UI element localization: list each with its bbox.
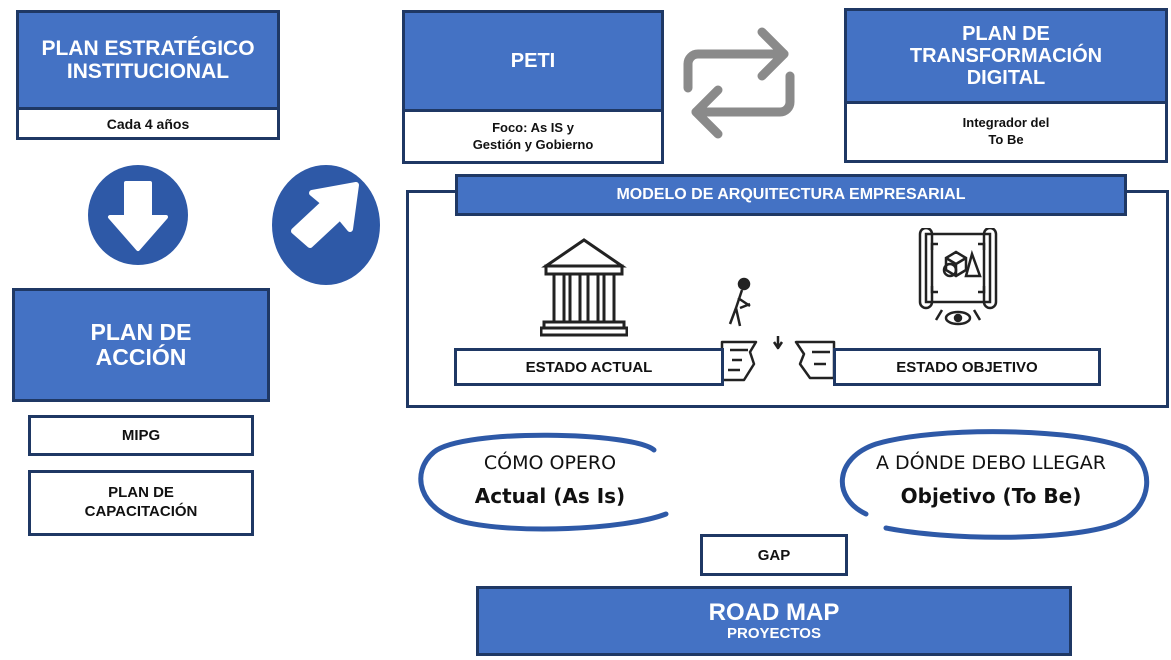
estado-actual-box: ESTADO ACTUAL	[454, 348, 724, 386]
a-donde-line1: A DÓNDE DEBO LLEGAR	[876, 452, 1106, 474]
road-map-subtitle: PROYECTOS	[727, 624, 821, 642]
plan-accion-line1: PLAN DE	[90, 318, 192, 345]
como-opero-text: CÓMO OPERO Actual (As Is)	[440, 452, 660, 508]
estado-objetivo-box: ESTADO OBJETIVO	[833, 348, 1101, 386]
estado-objetivo-label: ESTADO OBJETIVO	[896, 358, 1038, 376]
como-opero-line1: CÓMO OPERO	[483, 452, 617, 474]
road-map-box: ROAD MAP PROYECTOS	[476, 586, 1072, 656]
transformacion-integrator-line1: Integrador del	[962, 115, 1050, 131]
transformacion-line2: TRANSFORMACIÓN	[909, 45, 1103, 67]
peti-box: PETI	[402, 10, 664, 112]
road-map-title: ROAD MAP	[708, 598, 840, 626]
plan-estrategico-title-line2: INSTITUCIONAL	[66, 60, 230, 83]
gap-box: GAP	[700, 534, 848, 576]
exchange-arrows-icon	[683, 27, 795, 139]
plan-capacitacion-box: PLAN DE CAPACITACIÓN	[28, 470, 254, 536]
plan-estrategico-frequency-text: Cada 4 años	[106, 115, 190, 132]
transformacion-line1: PLAN DE	[962, 23, 1050, 45]
modelo-arquitectura-title-text: MODELO DE ARQUITECTURA EMPRESARIAL	[616, 186, 966, 203]
plan-estrategico-title-line1: PLAN ESTRATÉGICO	[41, 36, 255, 60]
mipg-box: MIPG	[28, 415, 254, 456]
transformacion-box: PLAN DE TRANSFORMACIÓN DIGITAL	[844, 8, 1168, 104]
como-opero-ellipse	[418, 432, 669, 532]
como-opero-line2: Actual (As Is)	[474, 484, 626, 508]
modelo-arquitectura-title: MODELO DE ARQUITECTURA EMPRESARIAL	[455, 174, 1127, 216]
a-donde-ellipse	[840, 429, 1150, 540]
peti-focus-box: Foco: As IS y Gestión y Gobierno	[402, 109, 664, 164]
climbing-person-icon	[720, 277, 836, 382]
transformacion-integrator-box: Integrador del To Be	[844, 101, 1168, 163]
arrow-down-circle-icon	[88, 165, 188, 265]
plan-accion-box: PLAN DE ACCIÓN	[12, 288, 270, 402]
building-icon	[540, 238, 628, 337]
estado-actual-label: ESTADO ACTUAL	[525, 358, 653, 376]
peti-focus-line2: Gestión y Gobierno	[472, 136, 594, 152]
transformacion-integrator-line2: To Be	[988, 132, 1024, 147]
plan-accion-line2: ACCIÓN	[95, 344, 187, 370]
plan-capacitacion-line2: CAPACITACIÓN	[84, 503, 198, 520]
transformacion-line3: DIGITAL	[966, 67, 1046, 89]
gap-label: GAP	[757, 546, 791, 564]
plan-capacitacion-line1: PLAN DE	[108, 484, 174, 502]
arrow-up-right-circle-icon	[272, 165, 380, 285]
peti-focus-line1: Foco: As IS y	[492, 119, 574, 135]
a-donde-line2: Objetivo (To Be)	[900, 484, 1082, 508]
blueprint-icon	[918, 228, 998, 326]
mipg-label: MIPG	[121, 427, 161, 444]
plan-estrategico-box: PLAN ESTRATÉGICO INSTITUCIONAL	[16, 10, 280, 110]
plan-estrategico-frequency: Cada 4 años	[16, 107, 280, 140]
peti-title: PETI	[510, 49, 556, 72]
a-donde-text: A DÓNDE DEBO LLEGAR Objetivo (To Be)	[826, 452, 1156, 508]
